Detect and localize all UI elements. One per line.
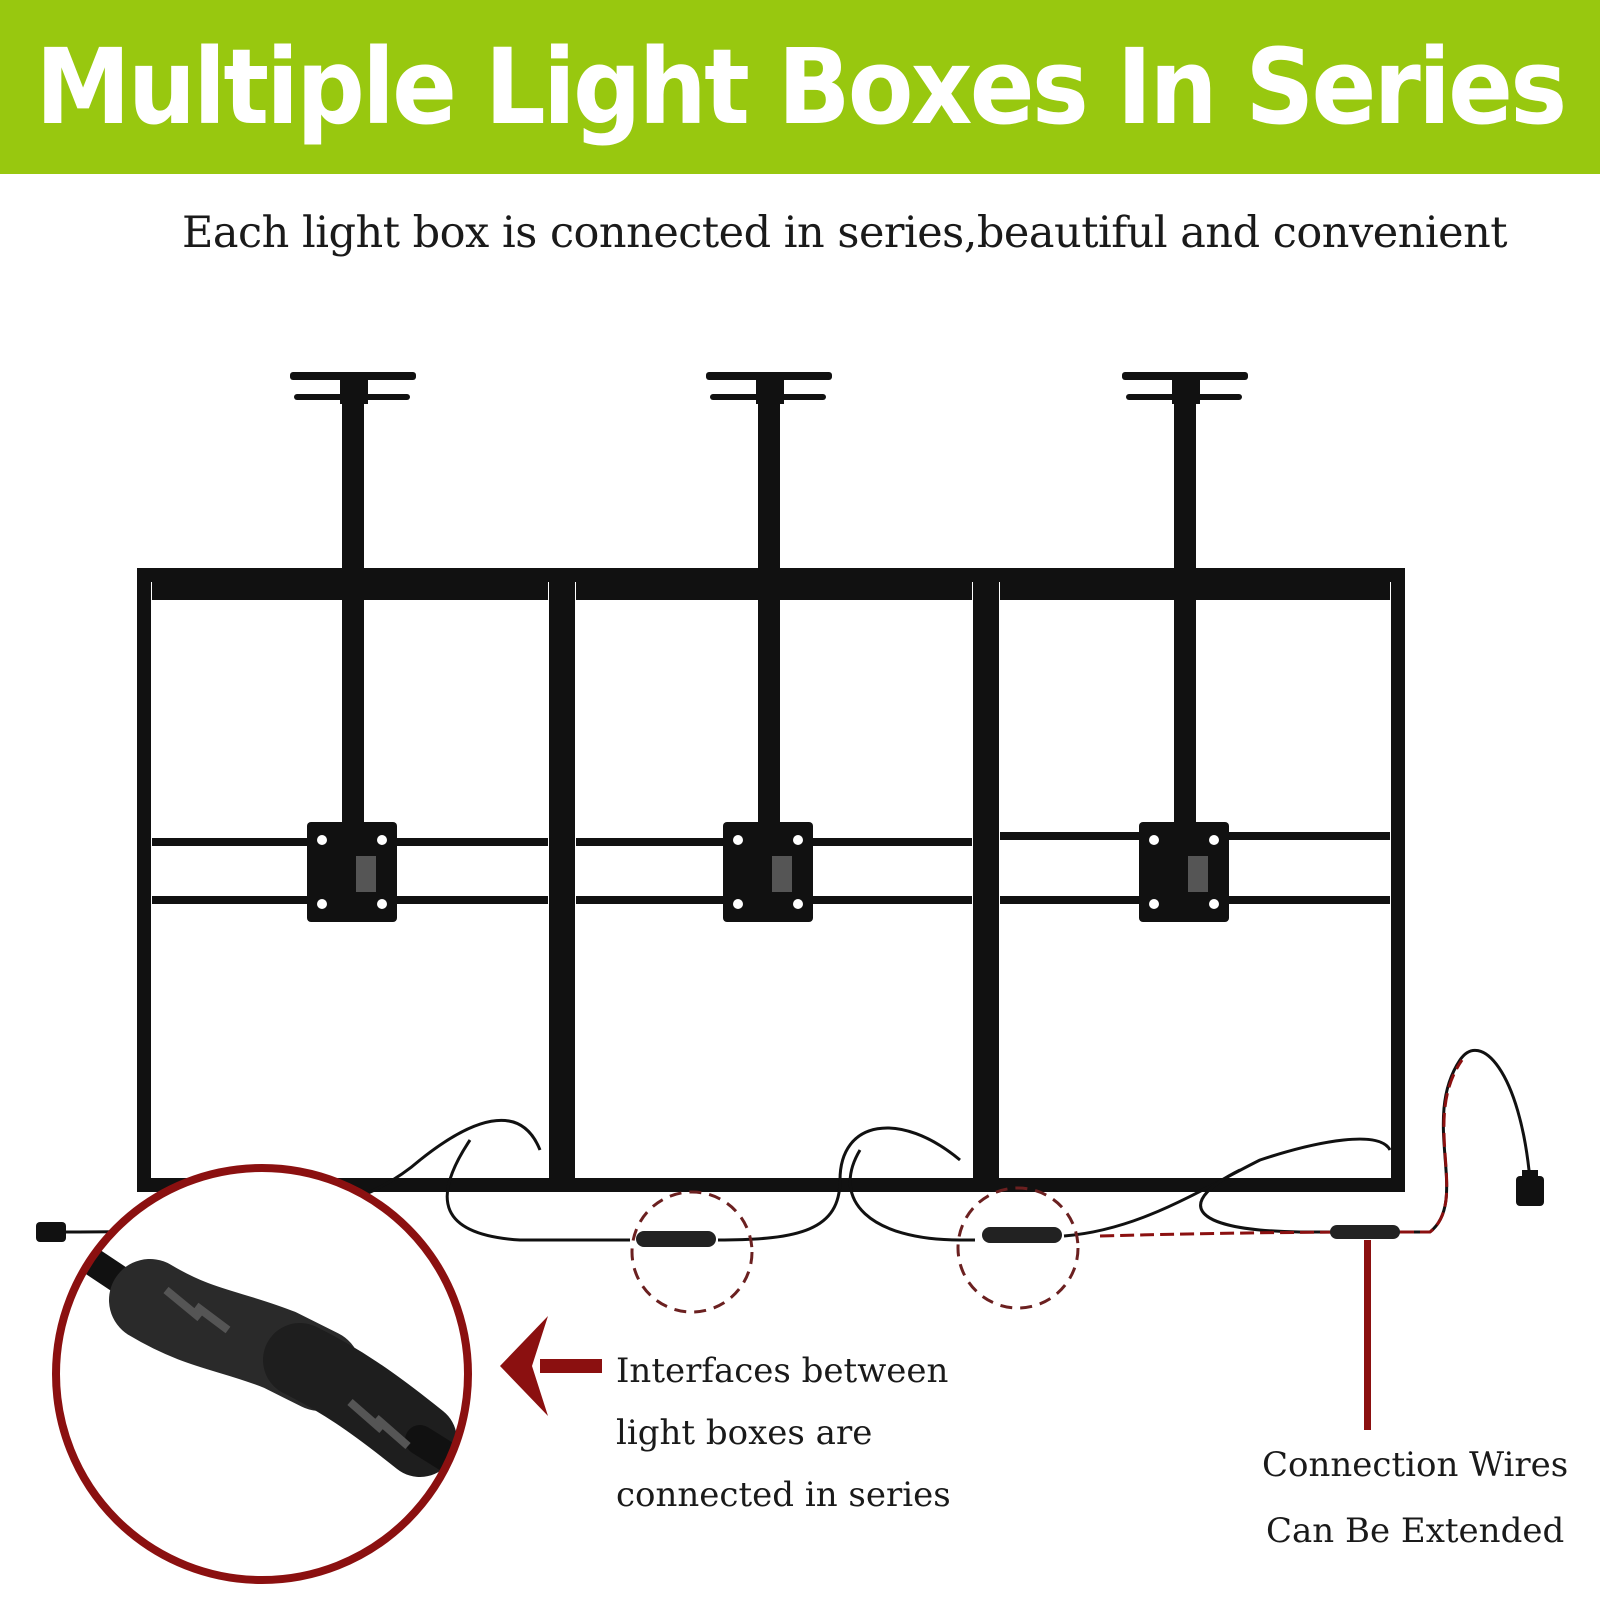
page-title: Multiple Light Boxes In Series xyxy=(35,26,1568,148)
header-banner: Multiple Light Boxes In Series xyxy=(0,0,1600,174)
page-subtitle: Each light box is connected in series,be… xyxy=(182,208,1508,258)
connector-detail-ring-1 xyxy=(630,1190,754,1314)
arrow-left-icon xyxy=(500,1316,602,1416)
ceiling-mount-2 xyxy=(706,372,832,922)
wires-callout: Connection Wires Can Be Extended xyxy=(1262,1432,1568,1564)
series-wiring xyxy=(59,1048,1532,1242)
power-plug-icon xyxy=(1516,1170,1544,1206)
interfaces-callout: Interfaces between light boxes are conne… xyxy=(616,1340,951,1526)
interfaces-line-2: light boxes are xyxy=(616,1413,873,1453)
extension-wire-red xyxy=(1099,1059,1464,1238)
ceiling-mount-1 xyxy=(290,372,416,922)
magnified-connector-icon xyxy=(52,1164,472,1584)
interfaces-line-1: Interfaces between xyxy=(616,1351,949,1391)
interfaces-line-3: connected in series xyxy=(616,1475,951,1515)
wires-pointer-line xyxy=(1364,1240,1371,1430)
connector-detail-ring-2 xyxy=(956,1186,1080,1310)
ceiling-mount-3 xyxy=(1122,372,1248,922)
wires-line-1: Connection Wires xyxy=(1262,1445,1569,1485)
ceiling-mounts xyxy=(290,372,1248,922)
input-plug-icon xyxy=(36,1222,66,1242)
wires-line-2: Can Be Extended xyxy=(1265,1511,1565,1551)
inline-connectors xyxy=(636,1225,1400,1247)
